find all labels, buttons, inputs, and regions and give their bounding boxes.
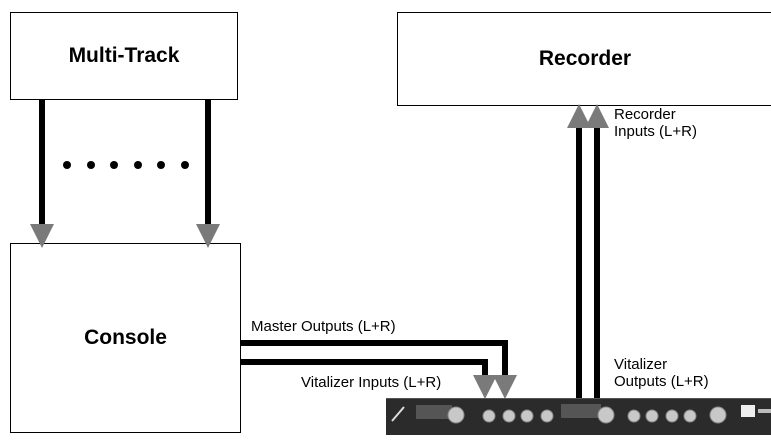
master-output-wire-upper [241,340,517,399]
console-label: Console [84,326,167,349]
ellipsis-dots [63,161,189,169]
recorder-inputs-label: Recorder Inputs (L+R) [614,106,697,140]
multi-track-label: Multi-Track [68,44,180,67]
vitalizer-inputs-label: Vitalizer Inputs (L+R) [301,374,442,391]
master-output-wire-lower [241,359,497,399]
vitalizer-outputs-label: Vitalizer Outputs (L+R) [614,356,709,390]
connection-wires [30,100,609,399]
master-outputs-label: Master Outputs (L+R) [251,318,396,335]
vitalizer-device-image [386,398,771,435]
recorder-label: Recorder [538,47,632,70]
recorder-box: Recorder [397,12,771,106]
vitalizer-front-panel [386,399,771,435]
multi-track-box: Multi-Track [10,12,238,100]
console-box: Console [10,243,241,433]
